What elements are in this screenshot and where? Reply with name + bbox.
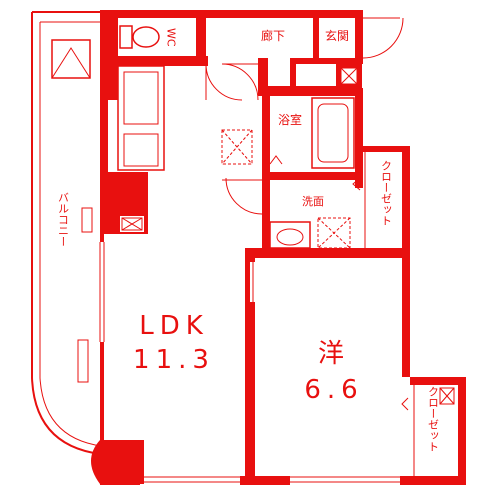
room-label-wc: WC bbox=[165, 28, 178, 47]
room-label-entrance: 玄関 bbox=[325, 28, 349, 43]
balcony-drain-box bbox=[81, 207, 93, 233]
room-label-western-size: 6.6 bbox=[304, 375, 363, 405]
room-label-bathroom: 浴室 bbox=[278, 112, 302, 127]
air-conditioner-outdoor-unit bbox=[51, 39, 91, 79]
washbasin-icon bbox=[269, 221, 311, 249]
windows bbox=[98, 242, 400, 486]
balcony-fixture-box bbox=[77, 339, 89, 383]
room-label-washroom: 洗面 bbox=[302, 195, 324, 208]
kitchen-counter bbox=[117, 65, 165, 171]
washing-machine-space bbox=[317, 217, 351, 249]
closet-lower-marker bbox=[401, 397, 409, 411]
room-label-closet-lower: クローゼット bbox=[427, 386, 440, 452]
balcony-inner-line bbox=[39, 22, 111, 448]
refrigerator-space bbox=[221, 129, 253, 165]
room-label-ldk-name: LDK bbox=[139, 311, 209, 341]
washroom-door-swing bbox=[222, 177, 263, 215]
room-label-ldk-size: 11.3 bbox=[133, 345, 215, 375]
room-label-western-name: 洋 bbox=[318, 339, 350, 369]
bathtub-icon bbox=[311, 97, 355, 169]
toilet-bowl-icon bbox=[132, 26, 160, 48]
closet-lower-box bbox=[439, 387, 455, 405]
hallway-door-swing bbox=[221, 63, 259, 101]
room-label-closet-upper: クローゼット bbox=[380, 160, 393, 226]
wc-room: WC bbox=[119, 25, 243, 101]
toilet-tank bbox=[119, 25, 133, 49]
washroom-closet-marker bbox=[352, 177, 361, 191]
wc-door-swing bbox=[205, 63, 243, 101]
room-label-hallway: 廊下 bbox=[261, 28, 285, 43]
shoe-cabinet-box bbox=[340, 67, 358, 85]
room-label-balcony: バルコニー bbox=[57, 192, 70, 247]
balcony-column bbox=[91, 440, 144, 484]
entrance-door-swing bbox=[362, 17, 404, 59]
interior-walls bbox=[108, 10, 410, 484]
kitchen-vent-box bbox=[120, 216, 144, 232]
bathroom-door-marker bbox=[269, 155, 283, 165]
